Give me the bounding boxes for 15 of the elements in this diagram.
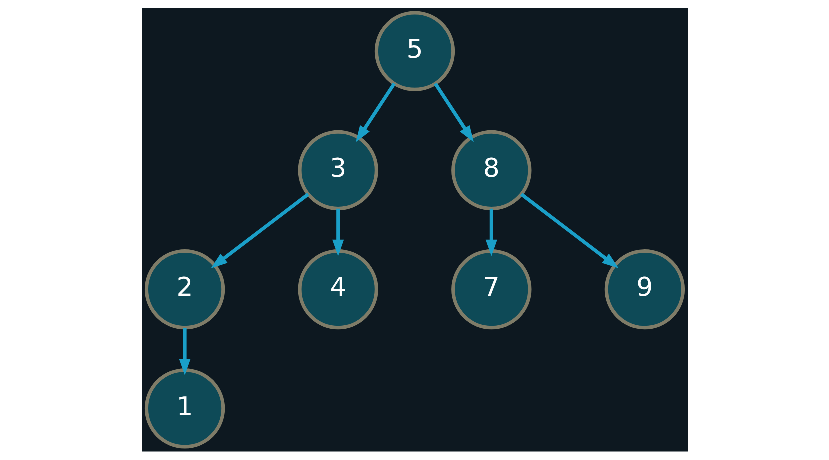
node-circle: 4 <box>298 249 378 330</box>
arrow <box>485 208 497 256</box>
node-circle: 7 <box>451 249 532 330</box>
node-circle: 5 <box>374 11 455 92</box>
arrow <box>178 328 190 376</box>
node-circle: 2 <box>144 249 225 330</box>
node-circle: 1 <box>144 368 225 449</box>
node-circle: 8 <box>451 130 532 211</box>
node-circle: 3 <box>298 130 378 211</box>
arrow <box>520 193 618 268</box>
arrow <box>356 82 396 142</box>
arrow <box>210 193 309 268</box>
arrow <box>434 82 474 142</box>
node-circle: 9 <box>604 249 685 330</box>
arrow <box>332 208 344 256</box>
